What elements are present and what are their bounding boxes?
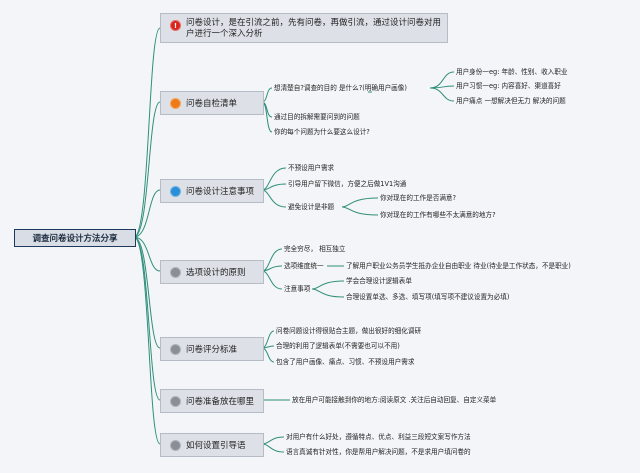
link-root-t4 (133, 236, 161, 272)
subtopic-mece[interactable]: 完全穷尽， 相互独立 (284, 245, 346, 253)
subtopic-uniform-dimension[interactable]: 选项维度统一 (284, 262, 324, 270)
subtopic-avoid-yes-no[interactable]: 避免设计是非题 (288, 203, 335, 211)
gray-dot-icon (170, 343, 181, 355)
subtopic-logic-form[interactable]: 学会合理设计逻辑表单 (346, 277, 412, 285)
subtopic-example-good[interactable]: 你对现在的工作有哪些不太满意的地方? (380, 211, 496, 219)
subtopic-use-logic[interactable]: 合理的利用了逻辑表单(不需要也可以不用) (276, 342, 400, 350)
root-topic[interactable]: 调查问卷设计方法分享 (14, 229, 136, 247)
link-root-t1 (133, 27, 161, 238)
topic-option-principles[interactable]: 选项设计的原则 (160, 260, 264, 284)
subtopic-user-pain-points[interactable]: 用户痛点 一想解决但无力 解决的问题 (456, 97, 566, 105)
subtopic-no-presumed-needs[interactable]: 不预设用户需求 (288, 164, 335, 172)
topic-label: 问卷评分标准 (186, 345, 238, 355)
subtopic-where-to-place[interactable]: 放在用户可能接触到你的地方:阅读原文 .关注后自动回复、自定义菜单 (292, 396, 497, 404)
subtopic-sincere-language[interactable]: 语言真诚有针对性，你是帮用户解决问题，不是求用户填问卷的 (286, 448, 471, 456)
gray-dot-icon (170, 395, 181, 407)
topic-label: 选项设计的原则 (186, 268, 246, 278)
topic-design-notes[interactable]: 问卷设计注意事项 (160, 179, 264, 203)
subtopic-why-each-question[interactable]: 你的每个问题为什么要这么设计? (274, 128, 370, 136)
topic-label: 问卷设计注意事项 (186, 187, 255, 197)
subtopic-occupation-example[interactable]: 了解用户职业公务员学生抵办企业自由职业 待业(待业是工作状态，不是职业) (346, 262, 571, 270)
subtopic-example-bad[interactable]: 你对现在的工作是否满意? (380, 194, 457, 202)
topic-guide-text[interactable]: 如何设置引导语 (160, 433, 264, 457)
topic-label: 如何设置引导语 (186, 441, 246, 451)
subtopic-survey-purpose[interactable]: 想清楚自?调查的目的 是什么?(明确用户画像) (274, 84, 407, 92)
subtopic-question-types[interactable]: 合理设置单选、多选、填写项(填写项不建议设置为必填) (346, 293, 510, 301)
subtopic-covers-persona[interactable]: 包含了用户画像、痛点、习惯、不预设用户需求 (276, 358, 415, 366)
topic-scoring-standard[interactable]: 问卷评分标准 (160, 337, 264, 361)
topic-label: 问卷准备放在哪里 (186, 397, 255, 407)
subtopic-break-down-goals[interactable]: 通过目的拆解需要问到的问题 (274, 113, 360, 121)
link-root-t3 (133, 189, 161, 238)
link-root-t2 (133, 101, 161, 238)
topic-self-checklist[interactable]: 问卷自检清单 (160, 91, 264, 115)
root-label: 调查问卷设计方法分享 (32, 234, 118, 244)
topic-label: 问卷自检清单 (186, 99, 238, 109)
subtopic-user-habits[interactable]: 用户习惯一eg: 内容喜好、渠道喜好 (456, 82, 561, 90)
subtopic-on-topic[interactable]: 问卷问题设计得很贴合主题，做出很好的细化调研 (276, 327, 422, 335)
exclamation-icon: ! (170, 20, 181, 31)
subtopic-leave-wechat[interactable]: 引导用户留下微信，方便之后做1V1沟通 (288, 180, 407, 188)
blue-dot-icon (170, 185, 181, 197)
topic-label: 问卷设计，是在引流之前，先有问卷，再做引流，通过设计问卷对用户进行一个深入分析 (186, 18, 442, 39)
topic-questionnaire-design[interactable]: ! 问卷设计，是在引流之前，先有问卷，再做引流，通过设计问卷对用户进行一个深入分… (160, 13, 448, 43)
gray-dot-icon (170, 266, 181, 278)
subtopic-user-identity[interactable]: 用户身份一eg: 年龄、性别、收入职业 (456, 68, 568, 76)
orange-dot-icon (170, 97, 181, 109)
link-root-t5 (133, 236, 161, 349)
subtopic-cautions[interactable]: 注意事项 (284, 285, 311, 293)
subtopic-user-benefit[interactable]: 对用户有什么好处，遵循特点、优点、利益三段短文案写作方法 (286, 433, 471, 441)
link-root-t7 (133, 236, 161, 445)
topic-placement[interactable]: 问卷准备放在哪里 (160, 389, 264, 413)
gray-dot-icon (170, 439, 181, 451)
